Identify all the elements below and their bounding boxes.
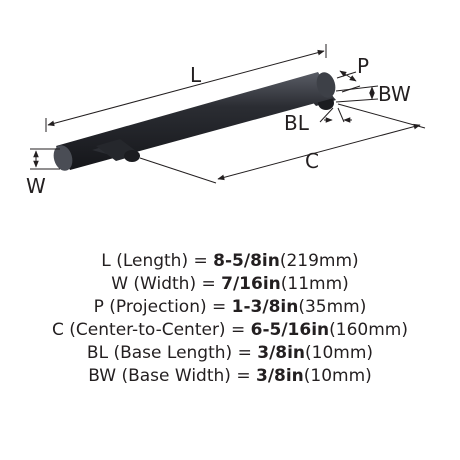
spec-metric: (10mm) — [303, 366, 372, 386]
spec-row-length: L (Length) = 8-5/8in(219mm) — [0, 250, 460, 273]
spec-abbr: BL — [86, 343, 109, 363]
dimension-width — [30, 148, 60, 170]
spec-imperial: 3/8in — [257, 343, 306, 363]
spec-imperial: 6-5/16in — [250, 320, 330, 340]
spec-row-base-length: BL (Base Length) = 3/8in(10mm) — [0, 342, 460, 365]
spec-imperial: 7/16in — [221, 274, 281, 294]
spec-imperial: 1-3/8in — [231, 297, 299, 317]
dimension-base-width — [335, 85, 379, 103]
spec-abbr: BW — [88, 366, 117, 386]
spec-imperial: 3/8in — [255, 366, 304, 386]
spec-metric: (219mm) — [279, 251, 359, 271]
label-width: W — [26, 174, 46, 198]
left-post — [92, 139, 140, 162]
label-projection: P — [357, 54, 369, 78]
spec-desc: (Center-to-Center) = — [69, 320, 246, 340]
spec-imperial: 8-5/8in — [213, 251, 280, 271]
dimension-base-length — [319, 107, 352, 123]
spec-desc: (Base Width) = — [121, 366, 251, 386]
spec-row-width: W (Width) = 7/16in(11mm) — [0, 273, 460, 296]
spec-row-projection: P (Projection) = 1-3/8in(35mm) — [0, 296, 460, 319]
dimension-center-to-center — [139, 103, 426, 184]
spec-desc: (Length) = — [116, 251, 208, 271]
spec-metric: (160mm) — [329, 320, 408, 340]
spec-desc: (Width) = — [133, 274, 216, 294]
label-center-to-center: C — [305, 149, 319, 173]
spec-desc: (Projection) = — [109, 297, 227, 317]
spec-desc: (Base Length) = — [113, 343, 252, 363]
spec-metric: (35mm) — [298, 297, 367, 317]
label-length: L — [190, 63, 202, 87]
spec-metric: (11mm) — [280, 274, 349, 294]
spec-abbr: P — [93, 297, 104, 317]
spec-metric: (10mm) — [305, 343, 374, 363]
dimension-length — [45, 44, 327, 132]
spec-row-center-to-center: C (Center-to-Center) = 6-5/16in(160mm) — [0, 319, 460, 342]
spec-abbr: L — [101, 251, 111, 271]
bar-end-left — [53, 145, 73, 171]
spec-abbr: W — [111, 274, 129, 294]
spec-row-base-width: BW (Base Width) = 3/8in(10mm) — [0, 365, 460, 388]
spec-abbr: C — [52, 320, 64, 340]
dimension-diagram: L P BW BL C W — [26, 44, 426, 198]
label-base-width: BW — [378, 82, 411, 106]
label-base-length: BL — [284, 111, 310, 135]
specifications-list: L (Length) = 8-5/8in(219mm) W (Width) = … — [0, 250, 460, 388]
